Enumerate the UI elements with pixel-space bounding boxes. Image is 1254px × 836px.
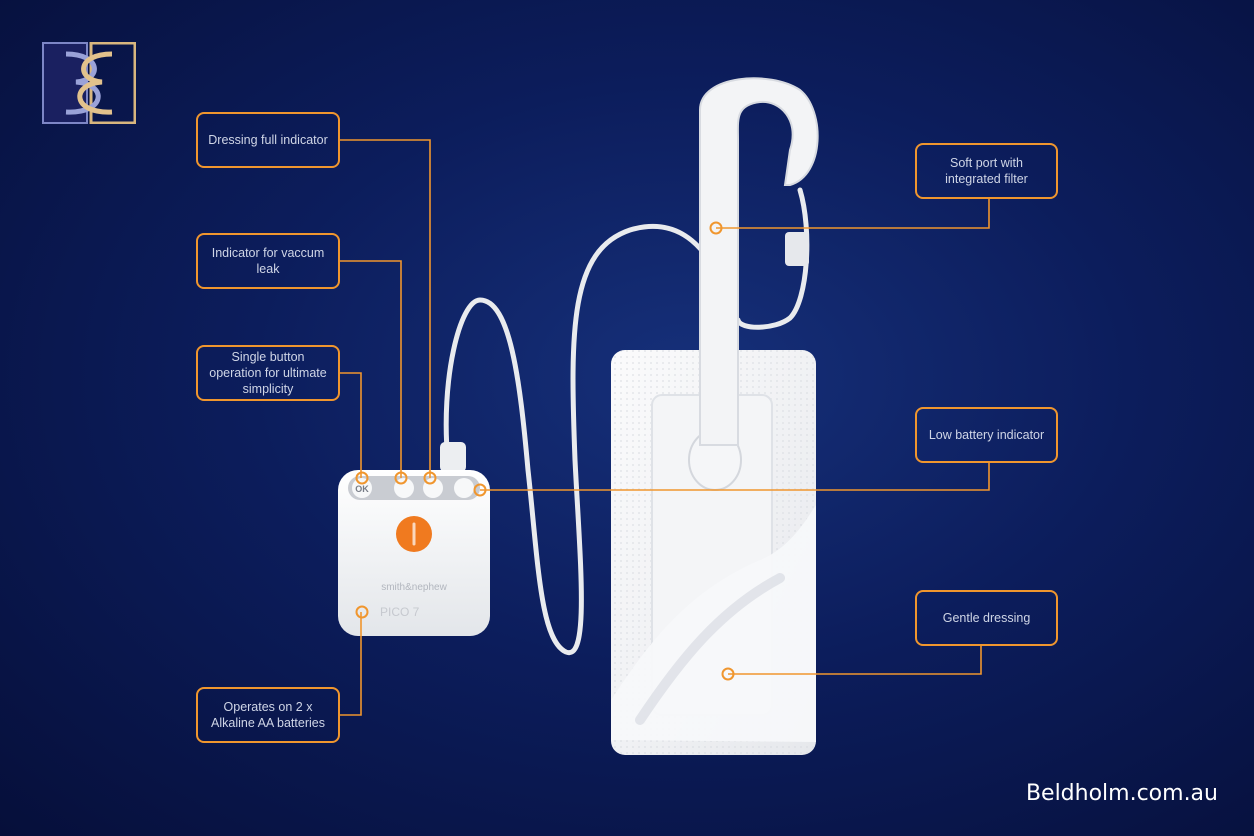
callout-vacuum-leak: Indicator for vaccum leak [196,233,340,289]
brand-logo [42,42,136,124]
callout-single-button: Single button operation for ultimate sim… [196,345,340,401]
model-label: PICO 7 [380,605,420,619]
callout-dressing-full: Dressing full indicator [196,112,340,168]
tube-connector [440,442,466,472]
leader-lines [339,139,990,716]
soft-port [699,77,819,446]
callout-gentle-dressing: Gentle dressing [915,590,1058,646]
filter-connector [785,232,809,266]
callout-low-battery: Low battery indicator [915,407,1058,463]
callout-batteries: Operates on 2 x Alkaline AA batteries [196,687,340,743]
leader-dots [355,221,735,681]
tubing [443,187,810,656]
callout-soft-port: Soft port with integrated filter [915,143,1058,199]
website-url[interactable]: Beldholm.com.au [1025,781,1218,806]
ok-button-label: OK [355,484,369,494]
maker-label: smith&nephew [381,582,447,593]
